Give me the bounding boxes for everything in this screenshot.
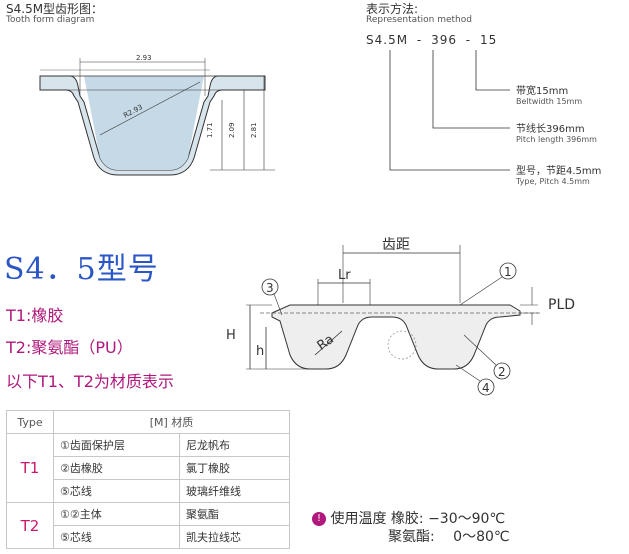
rep-item-width: 带宽15mm Beltwidth 15mm: [516, 82, 582, 106]
material-cell: 玻璃纤维线: [178, 479, 291, 503]
table-row: T2 ①②主体 聚氨酯: [6, 502, 291, 549]
label-lr: Lr: [338, 268, 351, 283]
table-row: ⑤芯线 玻璃纤维线: [7, 479, 291, 503]
belt-profile-diagram: 齿距 Lr Ra H h PLD 3 1 2 4: [226, 237, 575, 396]
section-title: S4．5型号: [4, 252, 159, 287]
rep-item-length-cn: 节线长396mm: [516, 124, 585, 135]
label-pld: PLD: [548, 297, 575, 313]
temperature-pu-name: 聚氨酯:: [388, 529, 435, 545]
part-cell: ②齿橡胶: [53, 456, 180, 480]
belt-body: [271, 304, 521, 370]
rep-item-length: 节线长396mm Pitch length 396mm: [516, 120, 597, 144]
temperature-block: ! 使用温度 橡胶: −30～90℃: [312, 508, 505, 528]
rep-item-type-en: Type, Pitch 4.5mm: [516, 177, 590, 186]
temperature-pu-range: 0～80℃: [453, 529, 510, 545]
part-cell: ⑤芯线: [53, 525, 180, 549]
rep-item-width-en: Beltwidth 15mm: [516, 97, 583, 106]
tooth-form-diagram: 2.93 R2.93 1.71 2.09 2.81: [39, 54, 275, 176]
label-pitch: 齿距: [382, 237, 410, 253]
rep-item-type: 型号，节距4.5mm Type, Pitch 4.5mm: [516, 162, 601, 186]
note-materials: 以下T1、T2为材质表示: [6, 372, 174, 391]
material-cell: 尼龙帆布: [178, 433, 291, 457]
rep-item-length-en: Pitch length 396mm: [516, 135, 597, 144]
temperature-pu: 聚氨酯: 0～80℃: [388, 526, 510, 546]
type-t2: T2: [6, 502, 54, 549]
material-cell: 聚氨酯: [178, 502, 291, 526]
table-row: T1 ①齿面保护层 尼龙帆布: [6, 433, 291, 503]
callout-2: 2: [498, 365, 506, 379]
rep-item-type-cn: 型号，节距4.5mm: [516, 166, 602, 177]
thermometer-icon: !: [312, 512, 326, 526]
callout-3: 3: [266, 281, 274, 295]
rep-leader-lines: [389, 50, 510, 171]
dim-h3: 2.81: [250, 122, 258, 138]
type-t1: T1: [6, 433, 54, 503]
table-row: ⑤芯线 凯夫拉线芯: [7, 525, 291, 549]
tooth-form-subtitle: Tooth form diagram: [6, 15, 95, 25]
temperature-rubber-range: −30～90℃: [428, 511, 506, 527]
material-cell: 凯夫拉线芯: [178, 525, 291, 549]
rep-code-sep1: -: [416, 33, 423, 47]
callout-4: 4: [482, 381, 490, 395]
materials-table: Type [M] 材质 T1 ①齿面保护层 尼龙帆布 ②齿橡胶 氯丁橡胶 ⑤芯线…: [6, 410, 291, 549]
rep-code: S4.5M - 396 - 15: [366, 33, 497, 47]
table-header-type: Type: [6, 410, 54, 434]
rep-code-length: 396: [431, 33, 457, 47]
table-header-material: [M] 材质: [53, 410, 290, 434]
note-t2: T2:聚氨酯（PU）: [6, 338, 133, 357]
rep-subtitle: Representation method: [366, 15, 472, 25]
temperature-label: 使用温度: [330, 511, 387, 527]
dim-h1: 1.71: [206, 122, 214, 138]
tooth-form-title: S4.5M型齿形图：: [6, 2, 104, 16]
material-cell: 氯丁橡胶: [178, 456, 291, 480]
part-cell: ①②主体: [53, 502, 180, 526]
label-H: H: [226, 328, 236, 343]
dim-width: 2.93: [136, 54, 152, 62]
rep-title: 表示方法:: [366, 2, 419, 16]
rep-code-type: S4.5M: [366, 33, 409, 47]
note-t1: T1:橡胶: [6, 306, 64, 325]
dim-h2: 2.09: [228, 122, 236, 138]
label-h: h: [256, 344, 264, 359]
temperature-rubber-name: 橡胶:: [390, 511, 424, 527]
rep-code-sep2: -: [465, 33, 472, 47]
callout-1: 1: [504, 265, 512, 279]
rep-item-width-cn: 带宽15mm: [516, 86, 569, 97]
rep-code-width: 15: [479, 33, 498, 47]
part-cell: ①齿面保护层: [53, 433, 180, 457]
part-cell: ⑤芯线: [53, 479, 180, 503]
